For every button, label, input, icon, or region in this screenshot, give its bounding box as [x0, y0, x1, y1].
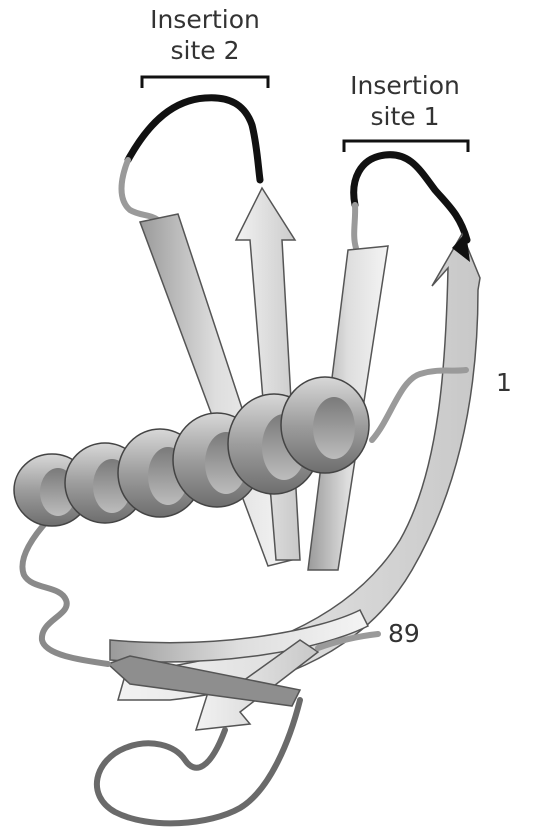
- insertion-site-2-line2: site 2: [120, 35, 290, 66]
- insertion-site-2-bracket: [142, 77, 268, 88]
- insertion-site-1-line2: site 1: [320, 101, 490, 132]
- insertion-loop-1: [354, 155, 467, 240]
- loop-connector-2: [122, 160, 159, 220]
- insertion-site-1-label: Insertion site 1: [320, 70, 490, 132]
- c-terminus-label: 89: [388, 618, 420, 649]
- insertion-site-2-line1: Insertion: [120, 4, 290, 35]
- loop-connector-1: [354, 205, 356, 248]
- insertion-loop-2: [128, 98, 260, 180]
- n-terminus-label: 1: [496, 367, 512, 398]
- bottom-loop: [97, 700, 300, 823]
- insertion-site-1-bracket: [344, 141, 468, 152]
- insertion-site-2-label: Insertion site 2: [120, 4, 290, 66]
- left-coil: [22, 520, 108, 664]
- insertion-site-1-line1: Insertion: [320, 70, 490, 101]
